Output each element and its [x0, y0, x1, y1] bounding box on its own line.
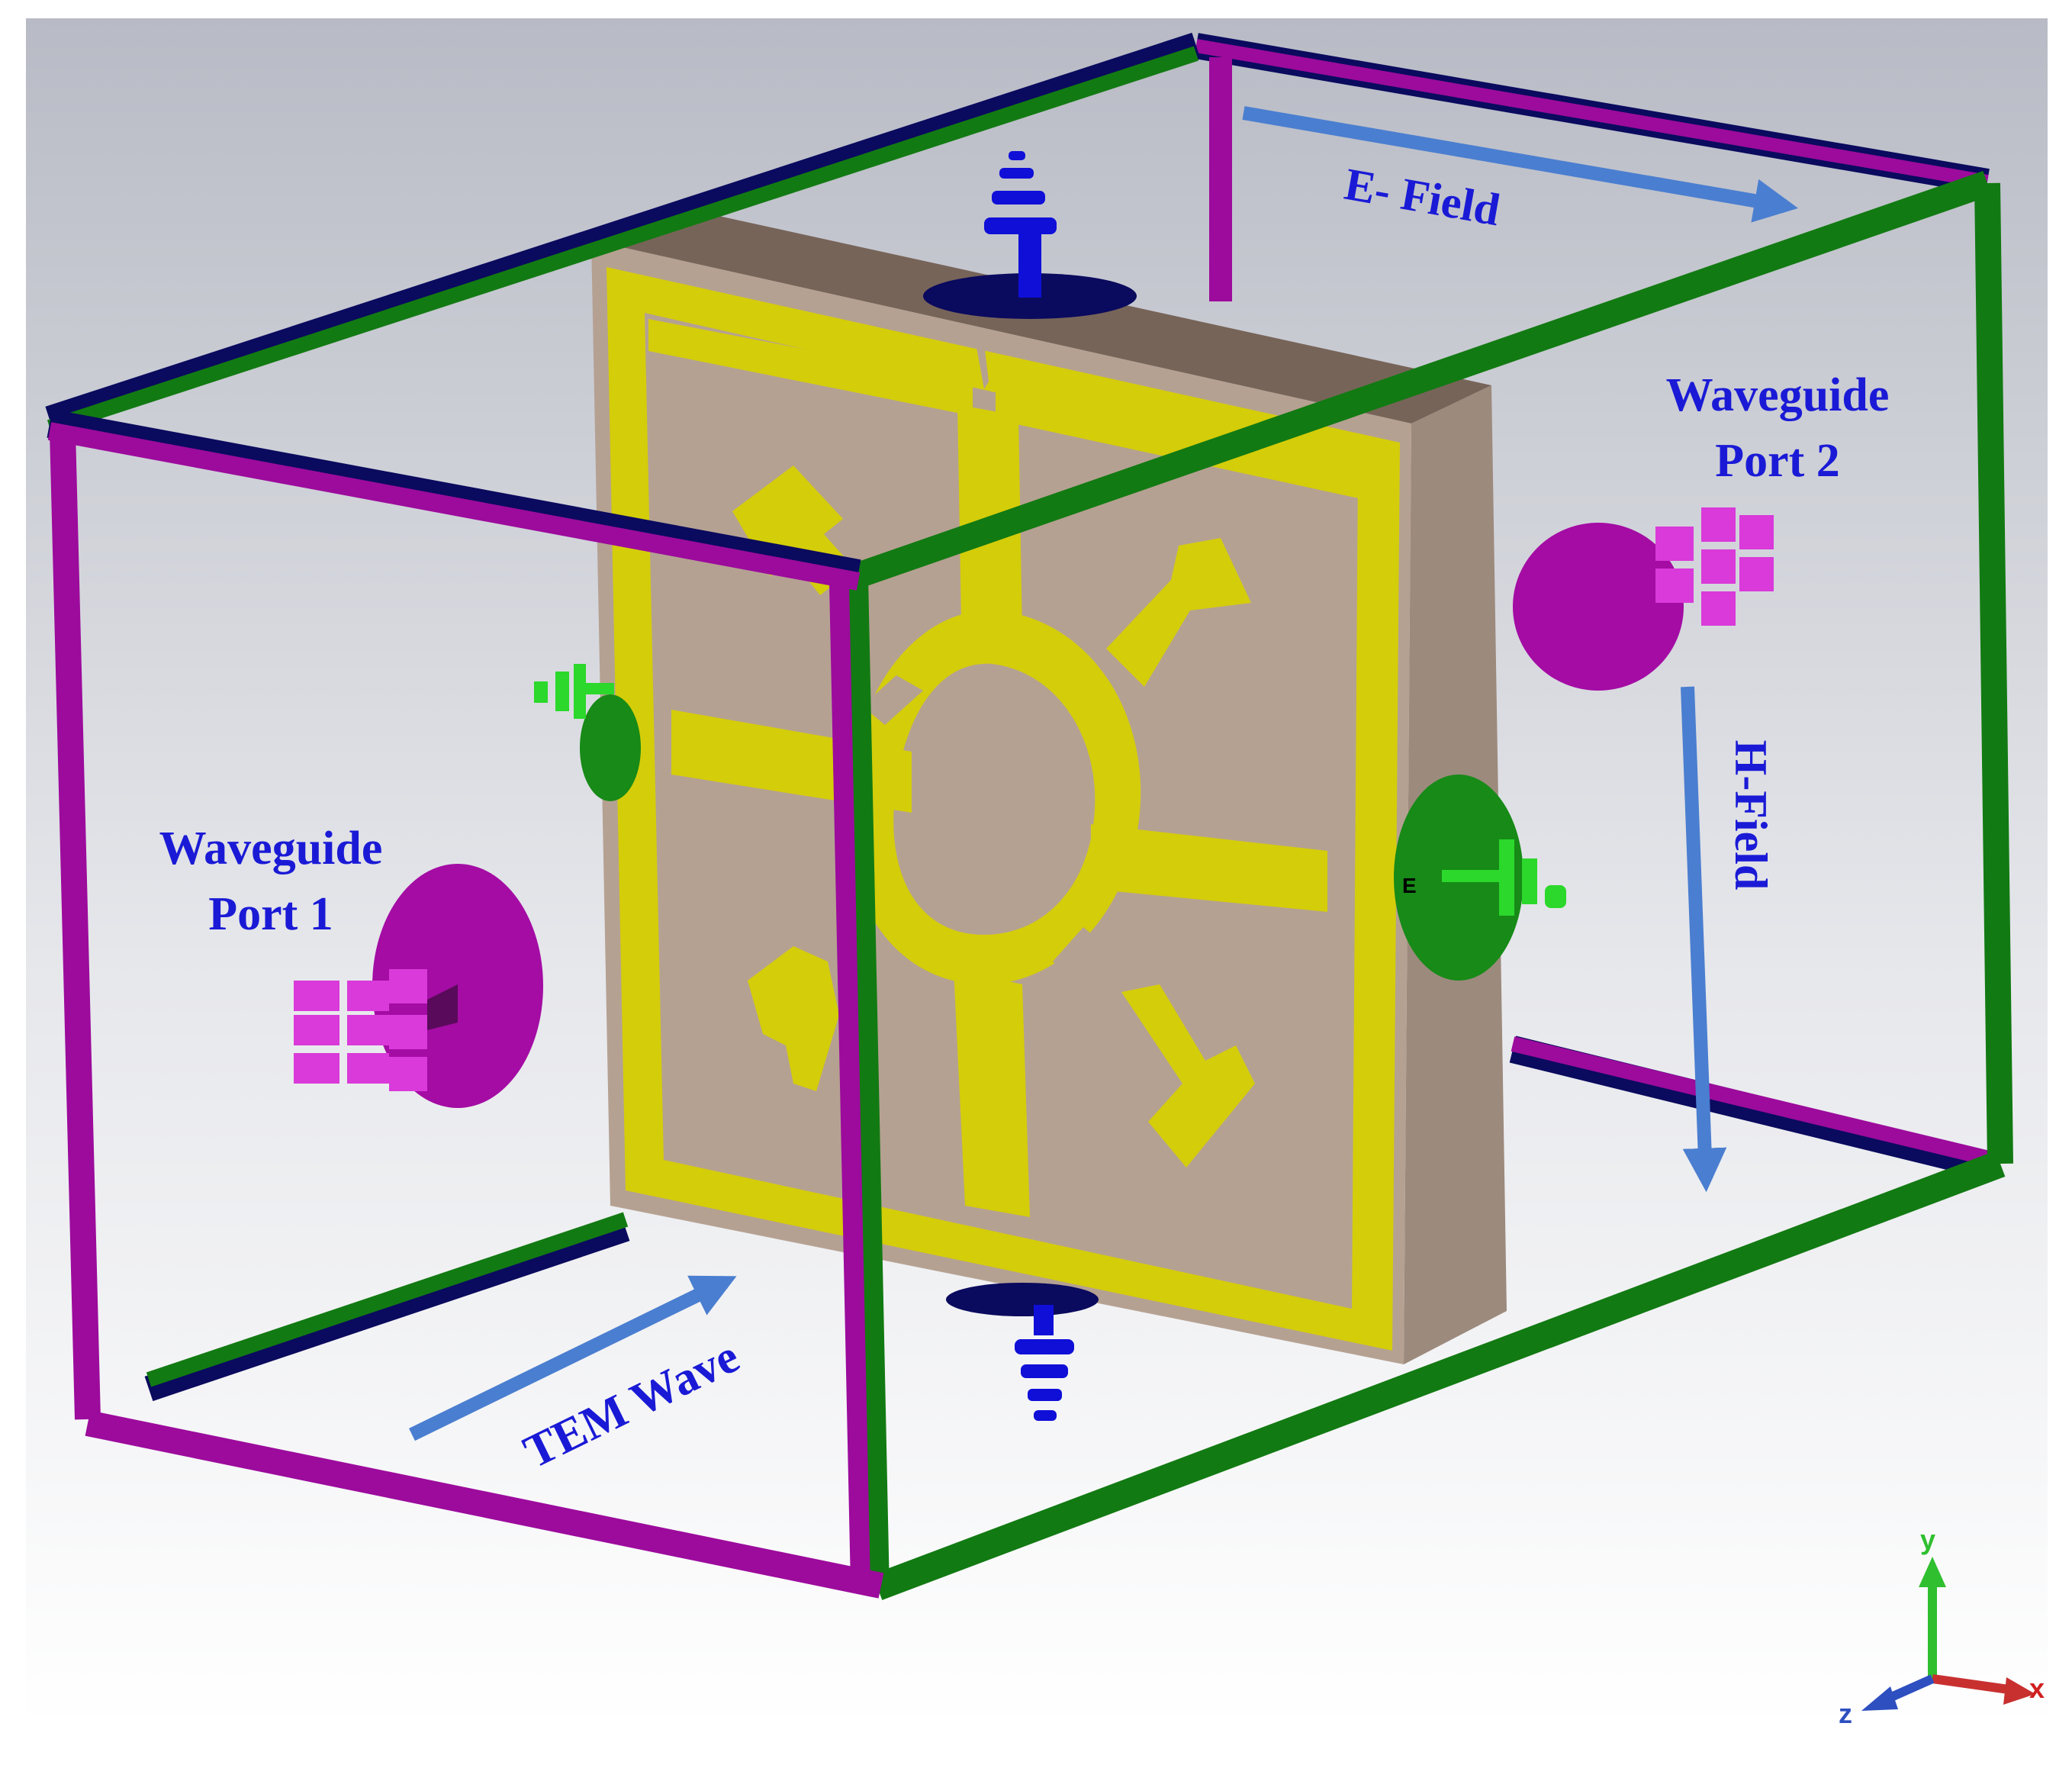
- axis-triad-icon: y x z: [1839, 1524, 2045, 1729]
- e-field-arrow: [1242, 106, 1799, 223]
- tem-wave-arrow: [409, 1275, 737, 1441]
- svg-text:E: E: [1402, 874, 1417, 897]
- port2-label-line1: Waveguide: [1666, 369, 1890, 421]
- t-element-bottom-left: [748, 946, 839, 1091]
- axis-x-label: x: [2029, 1673, 2045, 1704]
- central-ring: [846, 610, 1141, 984]
- ring-gap-bottom-right: [1053, 927, 1106, 981]
- metasurface-board: [591, 206, 1507, 1364]
- axis-z-label: z: [1839, 1698, 1852, 1729]
- top-bar-right: [996, 385, 1366, 500]
- discrete-port-bottom-icon: [946, 1283, 1099, 1421]
- top-left-gap-patch: [976, 343, 989, 389]
- back-frame: [144, 33, 1999, 1402]
- top-bar-left: [648, 319, 973, 416]
- port2-label-line2: Port 2: [1715, 435, 1840, 487]
- port1-label-line2: Port 1: [208, 888, 333, 940]
- discrete-port-top-icon: [923, 151, 1137, 319]
- right-stub: [1091, 824, 1327, 912]
- t-element-top-right: [1106, 538, 1251, 687]
- ring-gap-top-left: [862, 675, 923, 725]
- field-arrows: [409, 106, 1799, 1441]
- h-field-label: H-Field: [1726, 740, 1776, 891]
- front-frame: [45, 32, 2013, 1600]
- port1-label-line1: Waveguide: [159, 823, 383, 874]
- discrete-port-right-icon: E: [1394, 775, 1566, 981]
- waveguide-port-2-icon: [1513, 507, 1774, 691]
- bottom-stub: [954, 969, 1030, 1217]
- discrete-port-left-icon: [534, 664, 641, 801]
- t-element-bottom-right: [1121, 984, 1255, 1168]
- waveguide-port-1-icon: [294, 864, 543, 1108]
- axis-y-label: y: [1920, 1524, 1935, 1555]
- h-field-arrow: [1681, 686, 1727, 1193]
